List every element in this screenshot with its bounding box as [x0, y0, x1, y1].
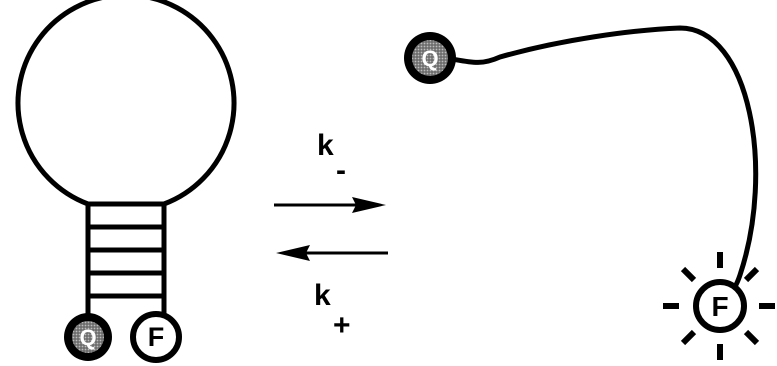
closed-hairpin: Q F	[15, 0, 237, 363]
fluorophore-open-label: F	[711, 291, 728, 322]
emission-ray	[680, 329, 697, 346]
equilibrium-arrows: k - k +	[274, 129, 388, 342]
quencher-closed: Q	[64, 313, 112, 361]
open-strand: Q F	[404, 25, 775, 360]
unfolded-strand	[443, 25, 759, 295]
fluorophore-closed-label: F	[148, 322, 165, 352]
forward-rate-symbol: k	[317, 129, 334, 162]
emission-ray	[680, 266, 697, 283]
emission-ray	[743, 266, 760, 283]
emission-rays	[663, 252, 775, 360]
forward-arrow-head	[352, 197, 386, 213]
fluorophore-open: F	[663, 252, 775, 360]
emission-ray	[743, 329, 760, 346]
reverse-rate-sign: +	[333, 309, 351, 342]
forward-rate-sign: -	[336, 154, 346, 187]
fluorophore-closed: F	[130, 311, 182, 363]
stem-base-pairs	[88, 201, 164, 299]
reverse-rate-symbol: k	[314, 279, 331, 312]
quencher-closed-label: Q	[79, 325, 96, 350]
quencher-open-label: Q	[421, 46, 438, 71]
reverse-arrow-head	[276, 245, 310, 261]
hairpin-loop	[15, 0, 237, 207]
quencher-open: Q	[404, 32, 456, 84]
